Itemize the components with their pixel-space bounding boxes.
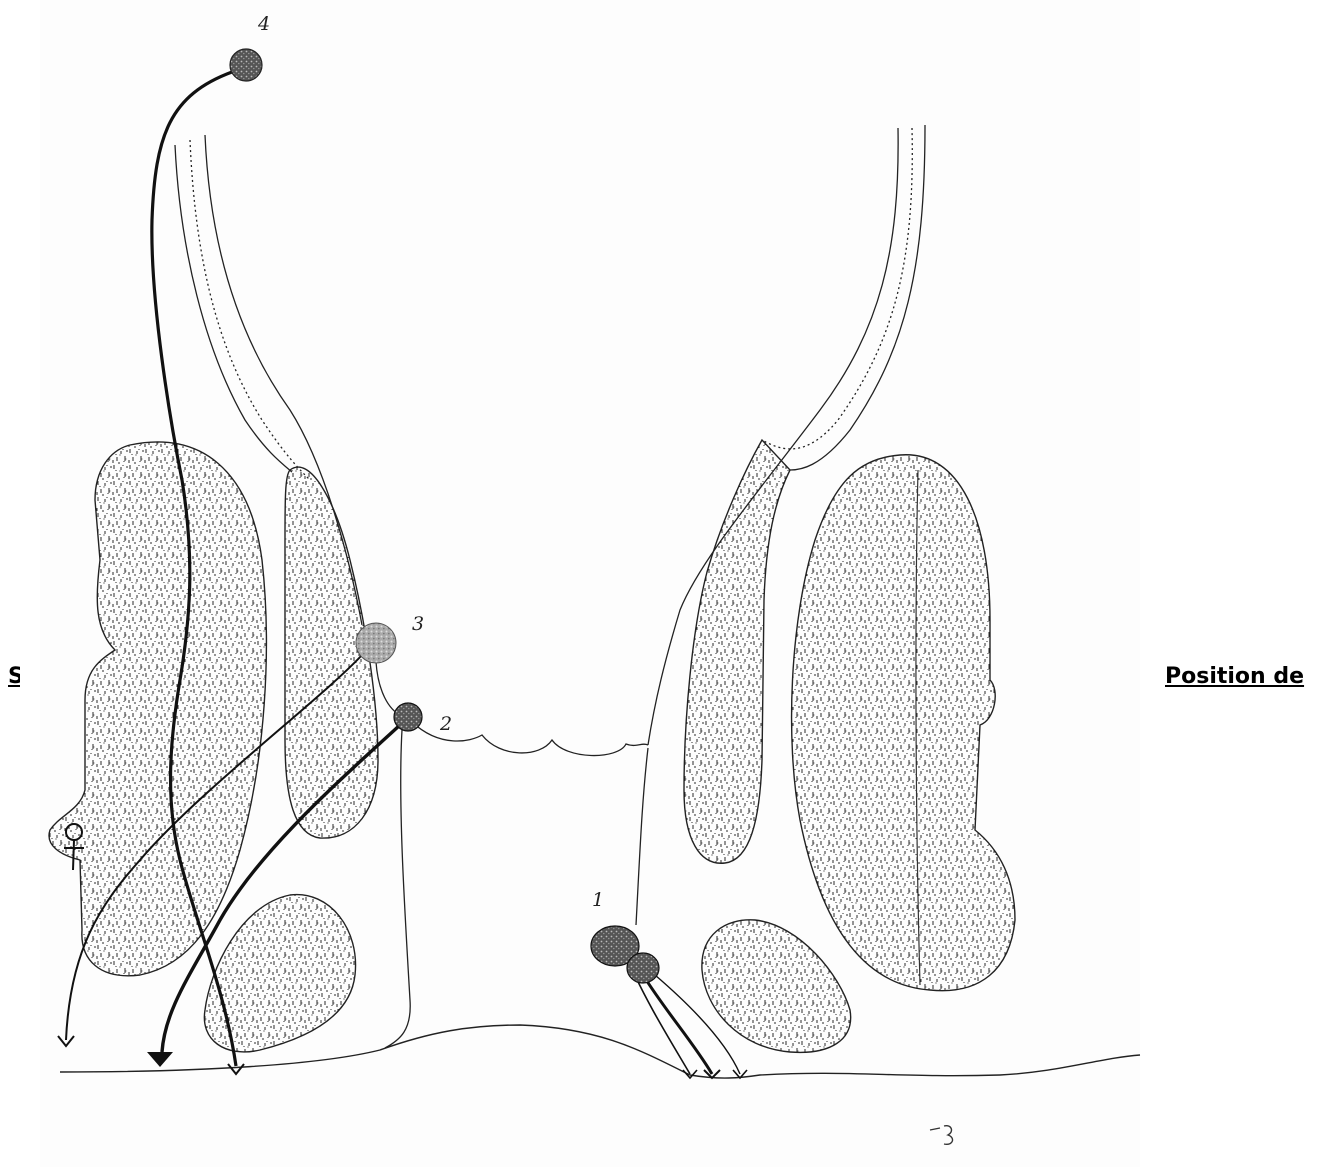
node-3	[356, 623, 396, 663]
left-caption: S	[8, 664, 20, 689]
label-node-2: 2	[439, 713, 452, 735]
node-4	[230, 49, 262, 81]
right-caption: Position de	[1165, 664, 1304, 689]
left-caption-clip: S	[8, 664, 20, 696]
label-node-4: 4	[257, 13, 270, 35]
node-2	[394, 703, 422, 731]
label-node-1: 1	[592, 889, 604, 911]
node-1-lower	[627, 953, 659, 983]
label-node-3: 3	[412, 613, 424, 635]
